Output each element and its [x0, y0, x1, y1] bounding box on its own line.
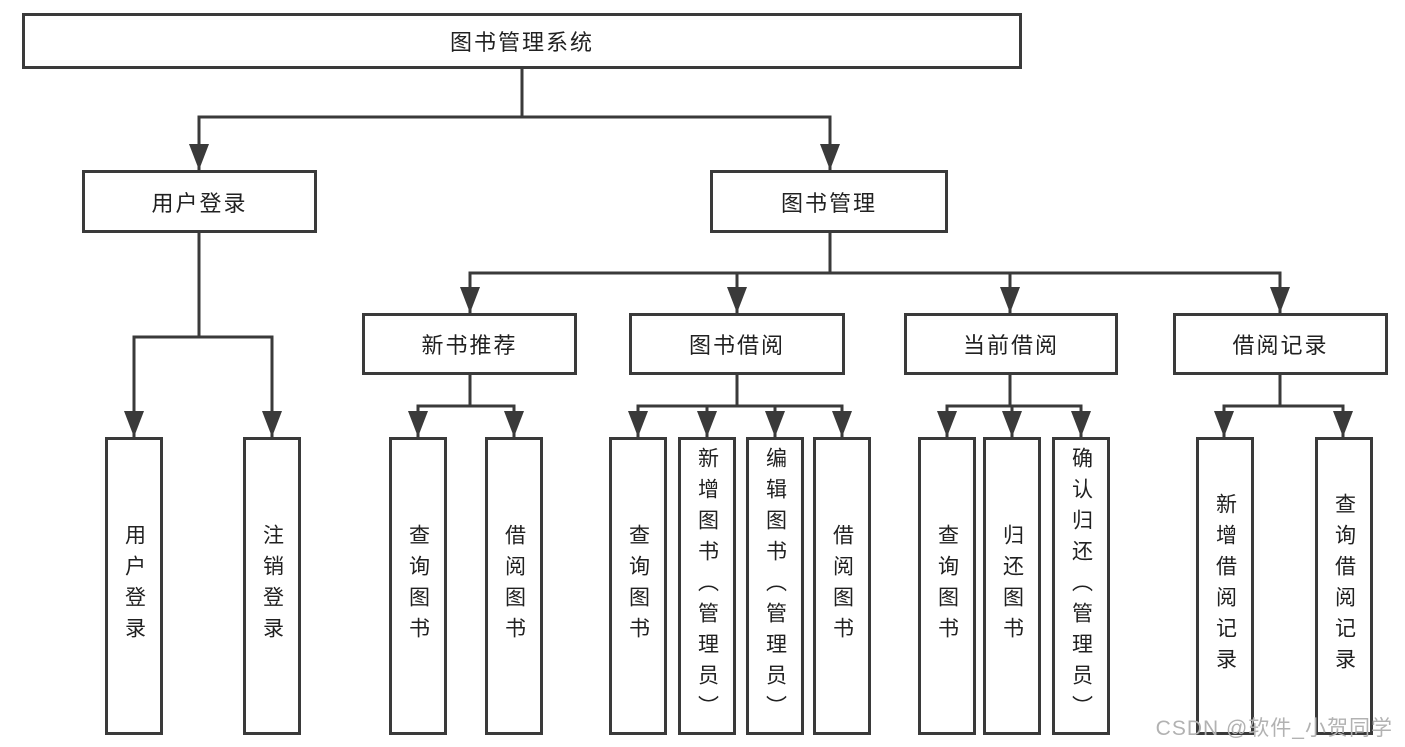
- node-leaf-user-login: 用户登录: [105, 437, 163, 735]
- node-leaf-edit-book-admin: 编辑图书（管理员）: [746, 437, 804, 735]
- node-user-login: 用户登录: [82, 170, 317, 233]
- node-leaf-confirm-return-admin: 确认归还（管理员）: [1052, 437, 1110, 735]
- node-borrow-record: 借阅记录: [1173, 313, 1388, 375]
- node-label: 确认归还（管理员）: [1069, 446, 1093, 726]
- node-label: 查询借阅记录: [1332, 493, 1356, 679]
- node-label: 当前借阅: [962, 333, 1059, 358]
- node-label: 借阅记录: [1232, 333, 1329, 358]
- node-label: 查询图书: [406, 524, 430, 648]
- node-library-management-system: 图书管理系统: [22, 13, 1022, 69]
- node-current-borrow: 当前借阅: [904, 313, 1118, 375]
- node-leaf-query-book-3: 查询图书: [918, 437, 976, 735]
- node-label: 新增图书（管理员）: [695, 446, 719, 726]
- node-leaf-logout: 注销登录: [243, 437, 301, 735]
- node-label: 用户登录: [151, 190, 248, 216]
- node-label: 查询图书: [935, 524, 959, 648]
- node-leaf-query-borrow-record: 查询借阅记录: [1315, 437, 1373, 735]
- node-label: 借阅图书: [502, 524, 526, 648]
- node-label: 新增借阅记录: [1213, 493, 1237, 679]
- node-label: 注销登录: [260, 524, 284, 648]
- node-leaf-query-book-2: 查询图书: [609, 437, 667, 735]
- node-leaf-borrow-book-2: 借阅图书: [813, 437, 871, 735]
- csdn-watermark: CSDN @软件_小贺同学: [1155, 717, 1393, 740]
- node-label: 图书管理: [780, 190, 877, 216]
- node-leaf-add-book-admin: 新增图书（管理员）: [678, 437, 736, 735]
- node-leaf-return-book: 归还图书: [983, 437, 1041, 735]
- node-book-management: 图书管理: [710, 170, 948, 233]
- node-leaf-query-book-1: 查询图书: [389, 437, 447, 735]
- node-label: 图书借阅: [688, 333, 785, 358]
- node-new-book-recommend: 新书推荐: [362, 313, 577, 375]
- node-label: 归还图书: [1000, 524, 1024, 648]
- node-label: 查询图书: [626, 524, 650, 648]
- node-label: 图书管理系统: [449, 30, 594, 55]
- node-leaf-borrow-book-1: 借阅图书: [485, 437, 543, 735]
- node-label: 借阅图书: [830, 524, 854, 648]
- node-label: 新书推荐: [421, 333, 518, 358]
- node-leaf-add-borrow-record: 新增借阅记录: [1196, 437, 1254, 735]
- node-book-borrow: 图书借阅: [629, 313, 845, 375]
- node-label: 用户登录: [122, 524, 146, 648]
- node-label: 编辑图书（管理员）: [763, 446, 787, 726]
